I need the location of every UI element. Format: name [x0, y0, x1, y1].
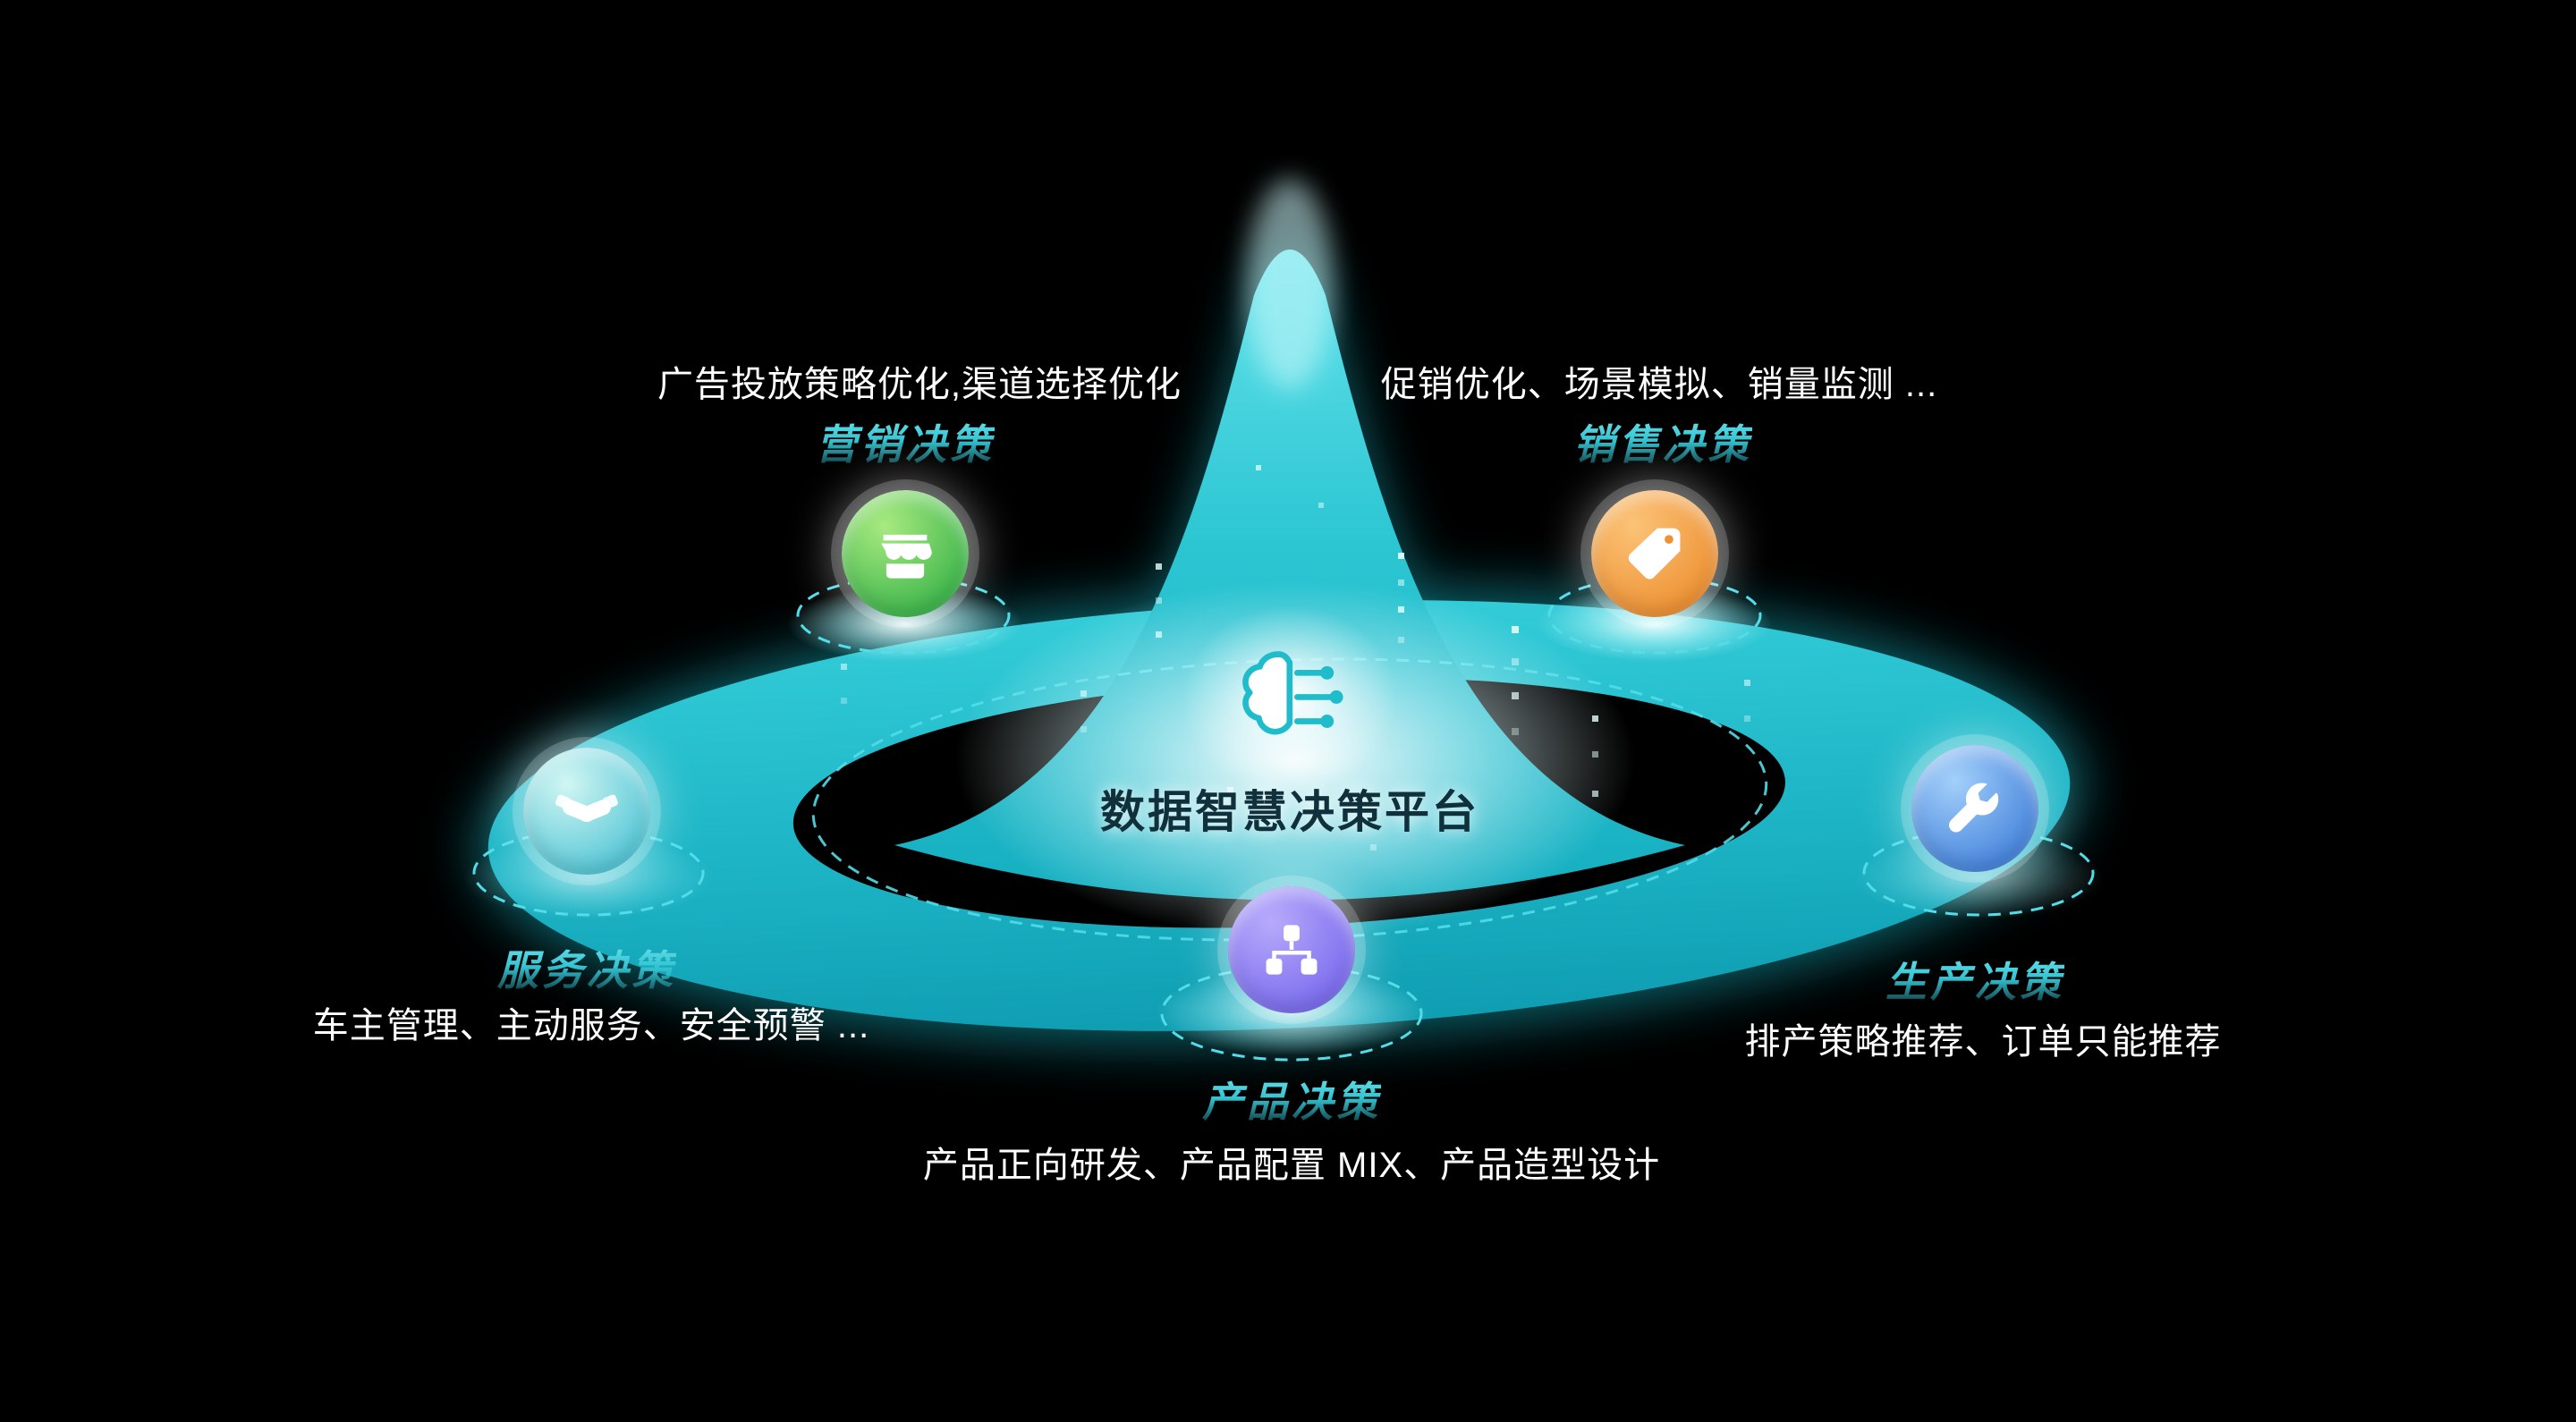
wrench-icon — [1949, 783, 1999, 833]
service-description: 车主管理、主动服务、安全预警 ... — [312, 1006, 870, 1045]
production-node — [1911, 745, 2038, 872]
sales-description: 促销优化、场景模拟、销量监测 ... — [1380, 365, 1938, 404]
service-label: 服务决策 — [497, 938, 676, 997]
product-node — [1228, 886, 1355, 1013]
service-node — [523, 748, 650, 875]
handshake-icon — [555, 794, 619, 822]
marketing-description: 广告投放策略优化,渠道选择优化 — [657, 365, 1182, 404]
hierarchy-icon — [1266, 925, 1318, 975]
marketing-label: 营销决策 — [816, 412, 995, 471]
production-description: 排产策略推荐、订单只能推荐 — [1744, 1022, 2222, 1062]
sales-node — [1591, 490, 1718, 617]
platform-title: 数据智慧决策平台 — [1100, 787, 1479, 837]
brain-circuit-icon — [1223, 643, 1357, 754]
sales-label: 销售决策 — [1573, 412, 1752, 471]
product-description: 产品正向研发、产品配置 MIX、产品造型设计 — [922, 1146, 1661, 1185]
price-tag-icon — [1628, 528, 1681, 580]
marketing-node — [842, 490, 969, 617]
production-label: 生产决策 — [1885, 950, 2064, 1009]
peak-glow — [1247, 179, 1333, 390]
storefront-icon — [881, 534, 932, 579]
product-label: 产品决策 — [1202, 1070, 1381, 1129]
